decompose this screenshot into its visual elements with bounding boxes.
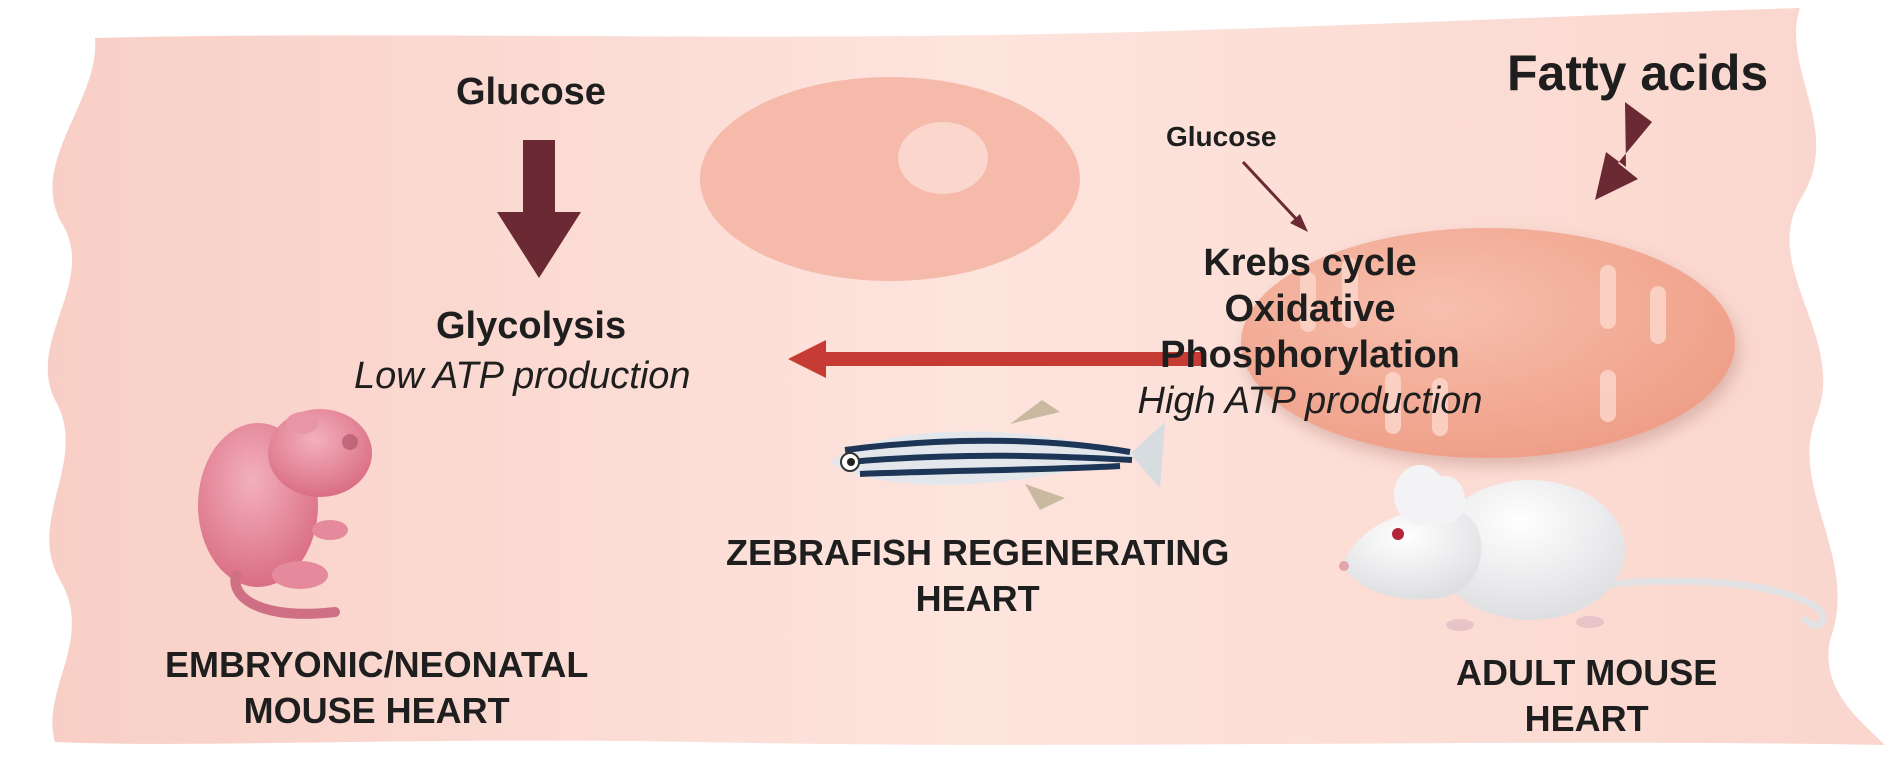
adult-caption-line-1: ADULT MOUSE — [1456, 652, 1718, 693]
fatty-acids-arrow — [1595, 102, 1652, 200]
adult-caption-line-2: HEART — [1524, 698, 1649, 739]
neonatal-caption-line-2: MOUSE HEART — [243, 690, 510, 731]
neonatal-caption: EMBRYONIC/NEONATAL MOUSE HEART — [165, 642, 588, 734]
oxidative-label: Oxidative — [1224, 288, 1396, 330]
zebrafish-caption-line-2: HEART — [915, 578, 1040, 619]
phosphorylation-label: Phosphorylation — [1160, 334, 1460, 376]
glucose-down-arrow — [497, 140, 581, 278]
glucose-small-label: Glucose — [1166, 121, 1277, 152]
nucleolus — [898, 122, 988, 194]
glucose-label: Glucose — [456, 71, 606, 113]
fatty-acids-label: Fatty acids — [1507, 45, 1769, 101]
zebrafish-caption-line-1: ZEBRAFISH REGENERATING — [726, 532, 1230, 573]
nucleus — [700, 77, 1080, 281]
krebs-cycle-label: Krebs cycle — [1203, 242, 1417, 284]
glucose-thin-arrow — [1241, 160, 1301, 224]
glycolysis-label: Glycolysis — [436, 305, 627, 347]
adult-mouse-illustration — [1339, 465, 1827, 631]
zebrafish-caption: ZEBRAFISH REGENERATING HEART — [726, 530, 1229, 622]
neonatal-caption-line-1: EMBRYONIC/NEONATAL — [165, 644, 589, 685]
adult-caption: ADULT MOUSE HEART — [1456, 650, 1717, 742]
mitochondrion-cristae — [1300, 258, 1666, 436]
high-atp-production-label: High ATP production — [1137, 380, 1483, 422]
neonatal-mouse-illustration — [198, 409, 372, 619]
low-atp-production-label: Low ATP production — [354, 355, 691, 397]
mitochondrion-text: Krebs cycle Oxidative Phosphorylation Hi… — [1120, 240, 1500, 424]
metabolic-switch-arrow — [822, 352, 1204, 366]
zebrafish-illustration — [830, 400, 1165, 510]
